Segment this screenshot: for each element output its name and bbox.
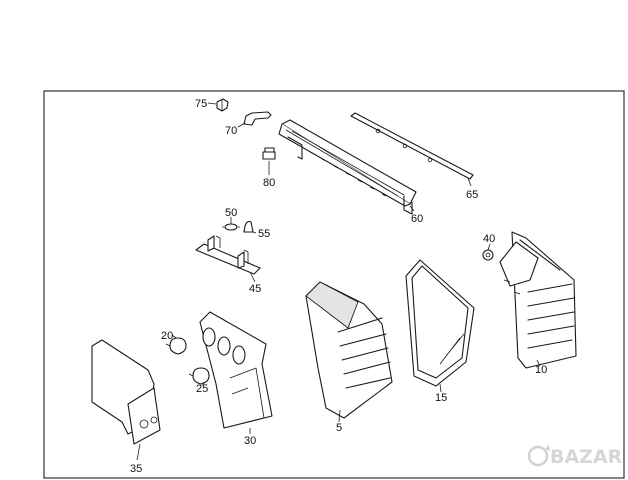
callout-labels: 75 70 80 60 65 50 55 45 40 10 20 25 30 3… — [130, 98, 547, 475]
callout-45: 45 — [249, 283, 261, 295]
callout-65: 65 — [466, 189, 478, 201]
callout-50: 50 — [225, 207, 237, 219]
circle-arrow-logo-icon — [527, 445, 550, 467]
callout-80: 80 — [263, 177, 275, 189]
callout-30: 30 — [244, 435, 256, 447]
callout-25: 25 — [196, 383, 208, 395]
leader-lines — [136, 102, 541, 461]
part-30-bulb-carrier[interactable] — [199, 311, 273, 429]
callout-60: 60 — [411, 213, 423, 225]
part-15-seal-frame[interactable] — [405, 259, 475, 387]
bazar-watermark: BAZAR — [527, 445, 623, 468]
part-60-light-bar[interactable] — [278, 119, 417, 215]
callout-10: 10 — [535, 364, 547, 376]
callout-75: 75 — [195, 98, 207, 110]
part-75-clip[interactable] — [216, 98, 229, 112]
callout-40: 40 — [483, 233, 495, 245]
part-45-lamp-housing[interactable] — [195, 235, 261, 275]
part-55-socket[interactable] — [243, 220, 254, 233]
part-20-bulb[interactable] — [165, 337, 187, 355]
part-35-tail-lamp-left[interactable] — [91, 339, 161, 445]
part-50-bulb[interactable] — [222, 223, 240, 231]
part-70-lever[interactable] — [243, 111, 272, 126]
part-10-tail-lamp-right[interactable] — [499, 231, 577, 369]
callout-5: 5 — [336, 422, 342, 434]
diagram-frame — [43, 90, 625, 479]
part-65-gasket-strip[interactable] — [350, 112, 474, 180]
callout-55: 55 — [258, 228, 270, 240]
watermark-text: BAZAR — [550, 446, 623, 468]
callout-35: 35 — [130, 463, 142, 475]
part-80-connector[interactable] — [262, 147, 276, 160]
part-40-nut[interactable] — [482, 249, 494, 261]
callout-20: 20 — [161, 330, 173, 342]
callout-70: 70 — [225, 125, 237, 137]
callout-15: 15 — [435, 392, 447, 404]
part-5-tail-lamp-lens[interactable] — [305, 281, 393, 419]
part-25-bulb[interactable] — [188, 367, 210, 385]
